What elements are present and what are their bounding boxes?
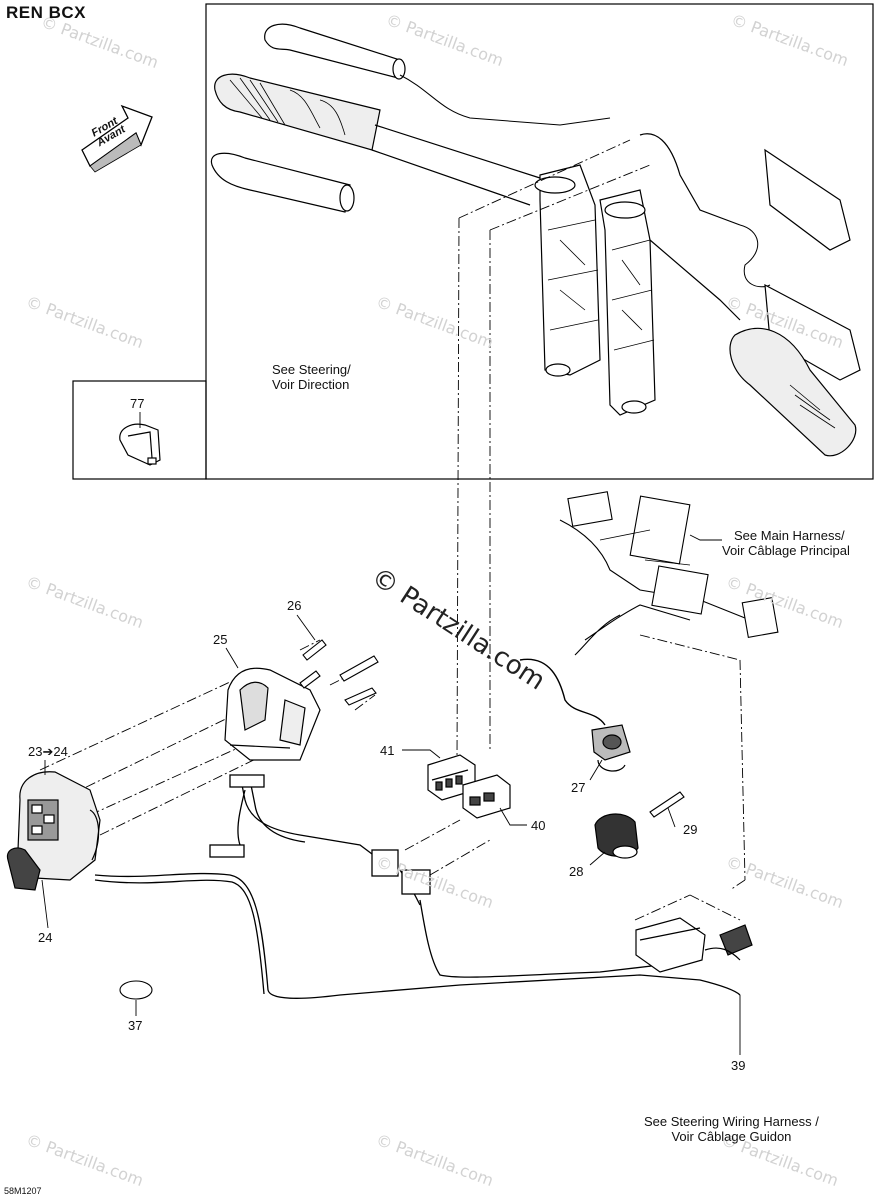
part-37-disk [119, 980, 153, 1000]
handlebar-drawing [210, 23, 861, 457]
callout-27: 27 [571, 780, 586, 795]
part-29-pin [649, 791, 685, 818]
callout-25: 25 [213, 632, 228, 647]
callout-37: 37 [128, 1018, 143, 1033]
part-25-housing [224, 667, 321, 761]
note-see-steering: See Steering/ Voir Direction [272, 362, 351, 392]
callout-41: 41 [380, 743, 395, 758]
part-26-screws [299, 639, 379, 706]
front-arrow-icon [81, 104, 153, 173]
callout-40: 40 [531, 818, 546, 833]
note-see-main-harness: See Main Harness/ Voir Câblage Principal [722, 528, 850, 558]
electronic-module [635, 917, 753, 973]
steering-inset-frame [205, 3, 874, 480]
part-40-connector [462, 774, 511, 819]
note-steering-wiring-line2: Voir Câblage Guidon [671, 1129, 792, 1144]
callout-39: 39 [731, 1058, 746, 1073]
note-steering-line1: See Steering/ [272, 362, 351, 377]
note-steering-wiring-line1: See Steering Wiring Harness / [644, 1114, 819, 1129]
leader-lines [39, 139, 746, 921]
part-77-inset-frame [72, 380, 207, 480]
main-harness-drawing [559, 491, 779, 656]
note-see-steering-wiring: See Steering Wiring Harness / Voir Câbla… [644, 1114, 819, 1144]
page-title: REN BCX [6, 3, 87, 22]
callout-77: 77 [130, 396, 145, 411]
callout-26: 26 [287, 598, 302, 613]
diagram-code: 58M1207 [4, 1186, 42, 1196]
part-39-harness [94, 774, 741, 999]
callout-28: 28 [569, 864, 584, 879]
note-main-harness-line1: See Main Harness/ [734, 528, 845, 543]
callout-23-24: 23➔24 [28, 744, 68, 759]
callout-29: 29 [683, 822, 698, 837]
callout-24: 24 [38, 930, 53, 945]
part-77-clip [119, 423, 161, 466]
callout-leaders [41, 412, 741, 1055]
note-steering-line2: Voir Direction [272, 377, 350, 392]
note-main-harness-line2: Voir Câblage Principal [722, 543, 850, 558]
part-28-cap [594, 813, 639, 859]
part-27-switch [519, 658, 631, 772]
part-23-switch-assembly [6, 771, 101, 891]
